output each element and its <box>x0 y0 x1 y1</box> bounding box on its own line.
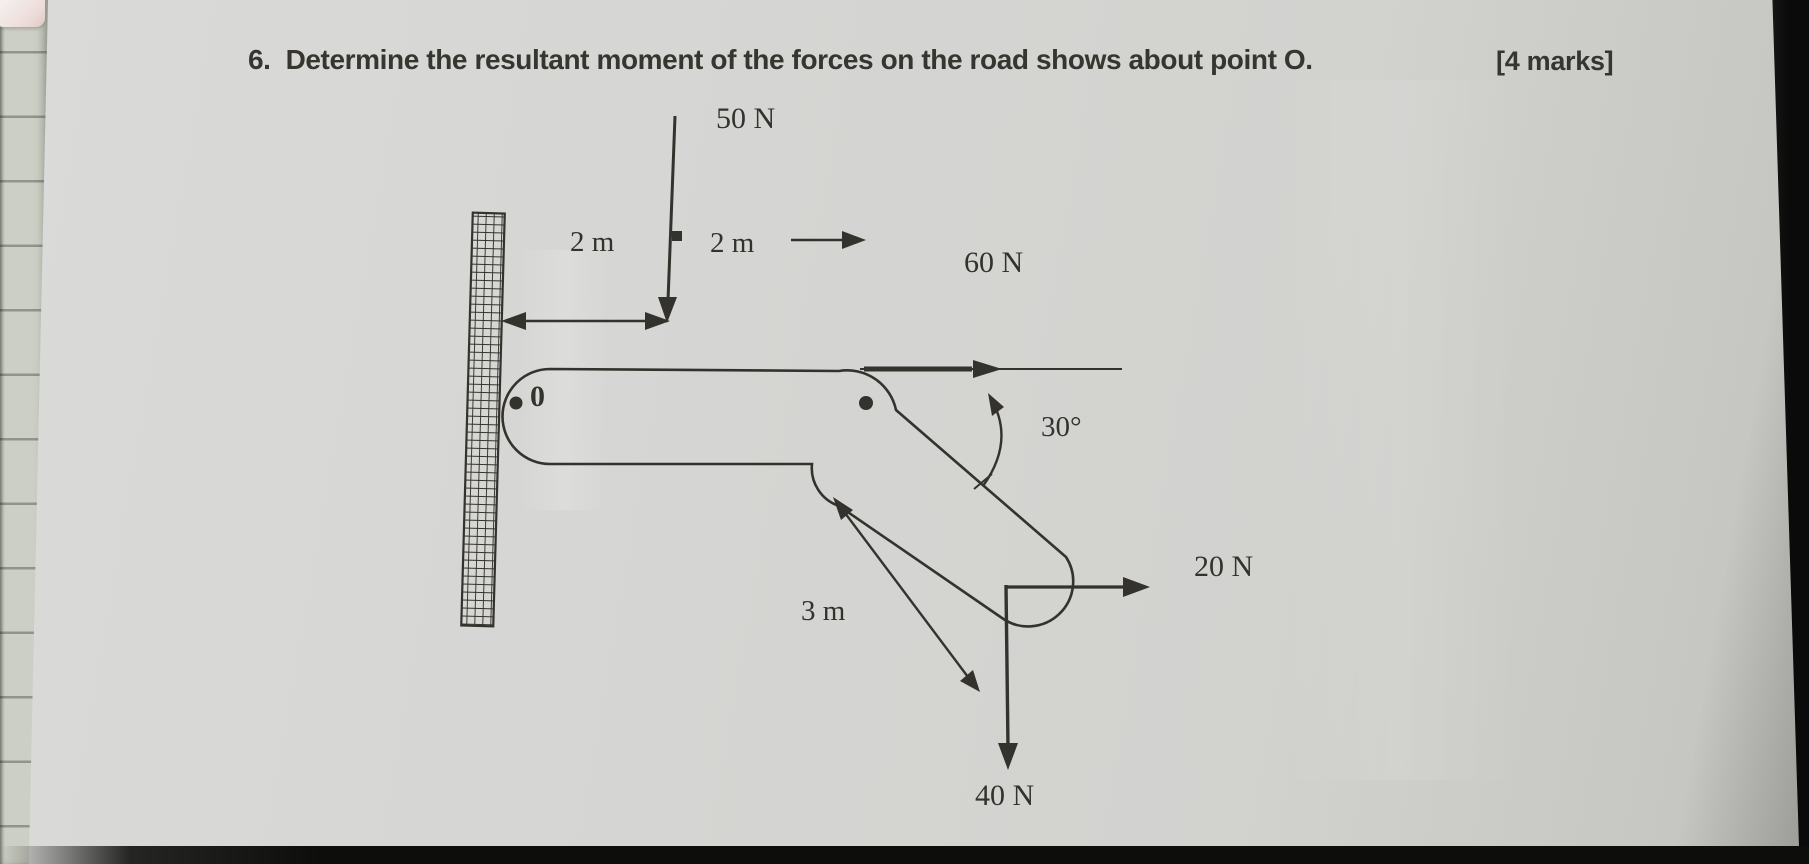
force-40n-arrow <box>998 584 1018 770</box>
label-force-60n: 60 N <box>964 246 1024 279</box>
marks-badge: [4 marks] <box>1496 46 1614 76</box>
wall-hatch-rect <box>460 211 506 628</box>
bent-rod-outline <box>501 367 1075 628</box>
label-force-20n: 20 N <box>1194 550 1254 583</box>
point-o-dot <box>509 396 523 410</box>
segment-tick <box>672 231 682 241</box>
force-20n-arrow <box>1006 577 1150 597</box>
label-dim-3m: 3 m <box>801 595 846 627</box>
reference-line-arrow <box>860 360 1122 378</box>
label-dim-2m-right: 2 m <box>710 227 755 259</box>
angle-30-arc <box>973 393 1004 490</box>
question-line: 6. Determine the resultant moment of the … <box>248 44 1313 76</box>
question-number: 6. <box>248 44 271 75</box>
question-text: Determine the resultant moment of the fo… <box>285 44 1313 75</box>
label-angle-30: 30° <box>1041 411 1082 443</box>
label-force-50n: 50 N <box>716 102 776 135</box>
label-point-o: 0 <box>530 380 545 413</box>
pink-object-corner <box>0 0 45 27</box>
dimension-2m-arrow <box>501 312 670 330</box>
force-50n-arrow <box>658 115 682 323</box>
wall-support <box>460 211 506 628</box>
force-60n-arrow <box>791 231 866 249</box>
label-force-40n: 40 N <box>975 779 1035 812</box>
rod-joint-dot <box>859 396 873 410</box>
dark-table-edge-bottom <box>0 846 1809 864</box>
label-dim-2m-left: 2 m <box>570 226 615 258</box>
dimension-3m-arrow <box>833 497 980 692</box>
